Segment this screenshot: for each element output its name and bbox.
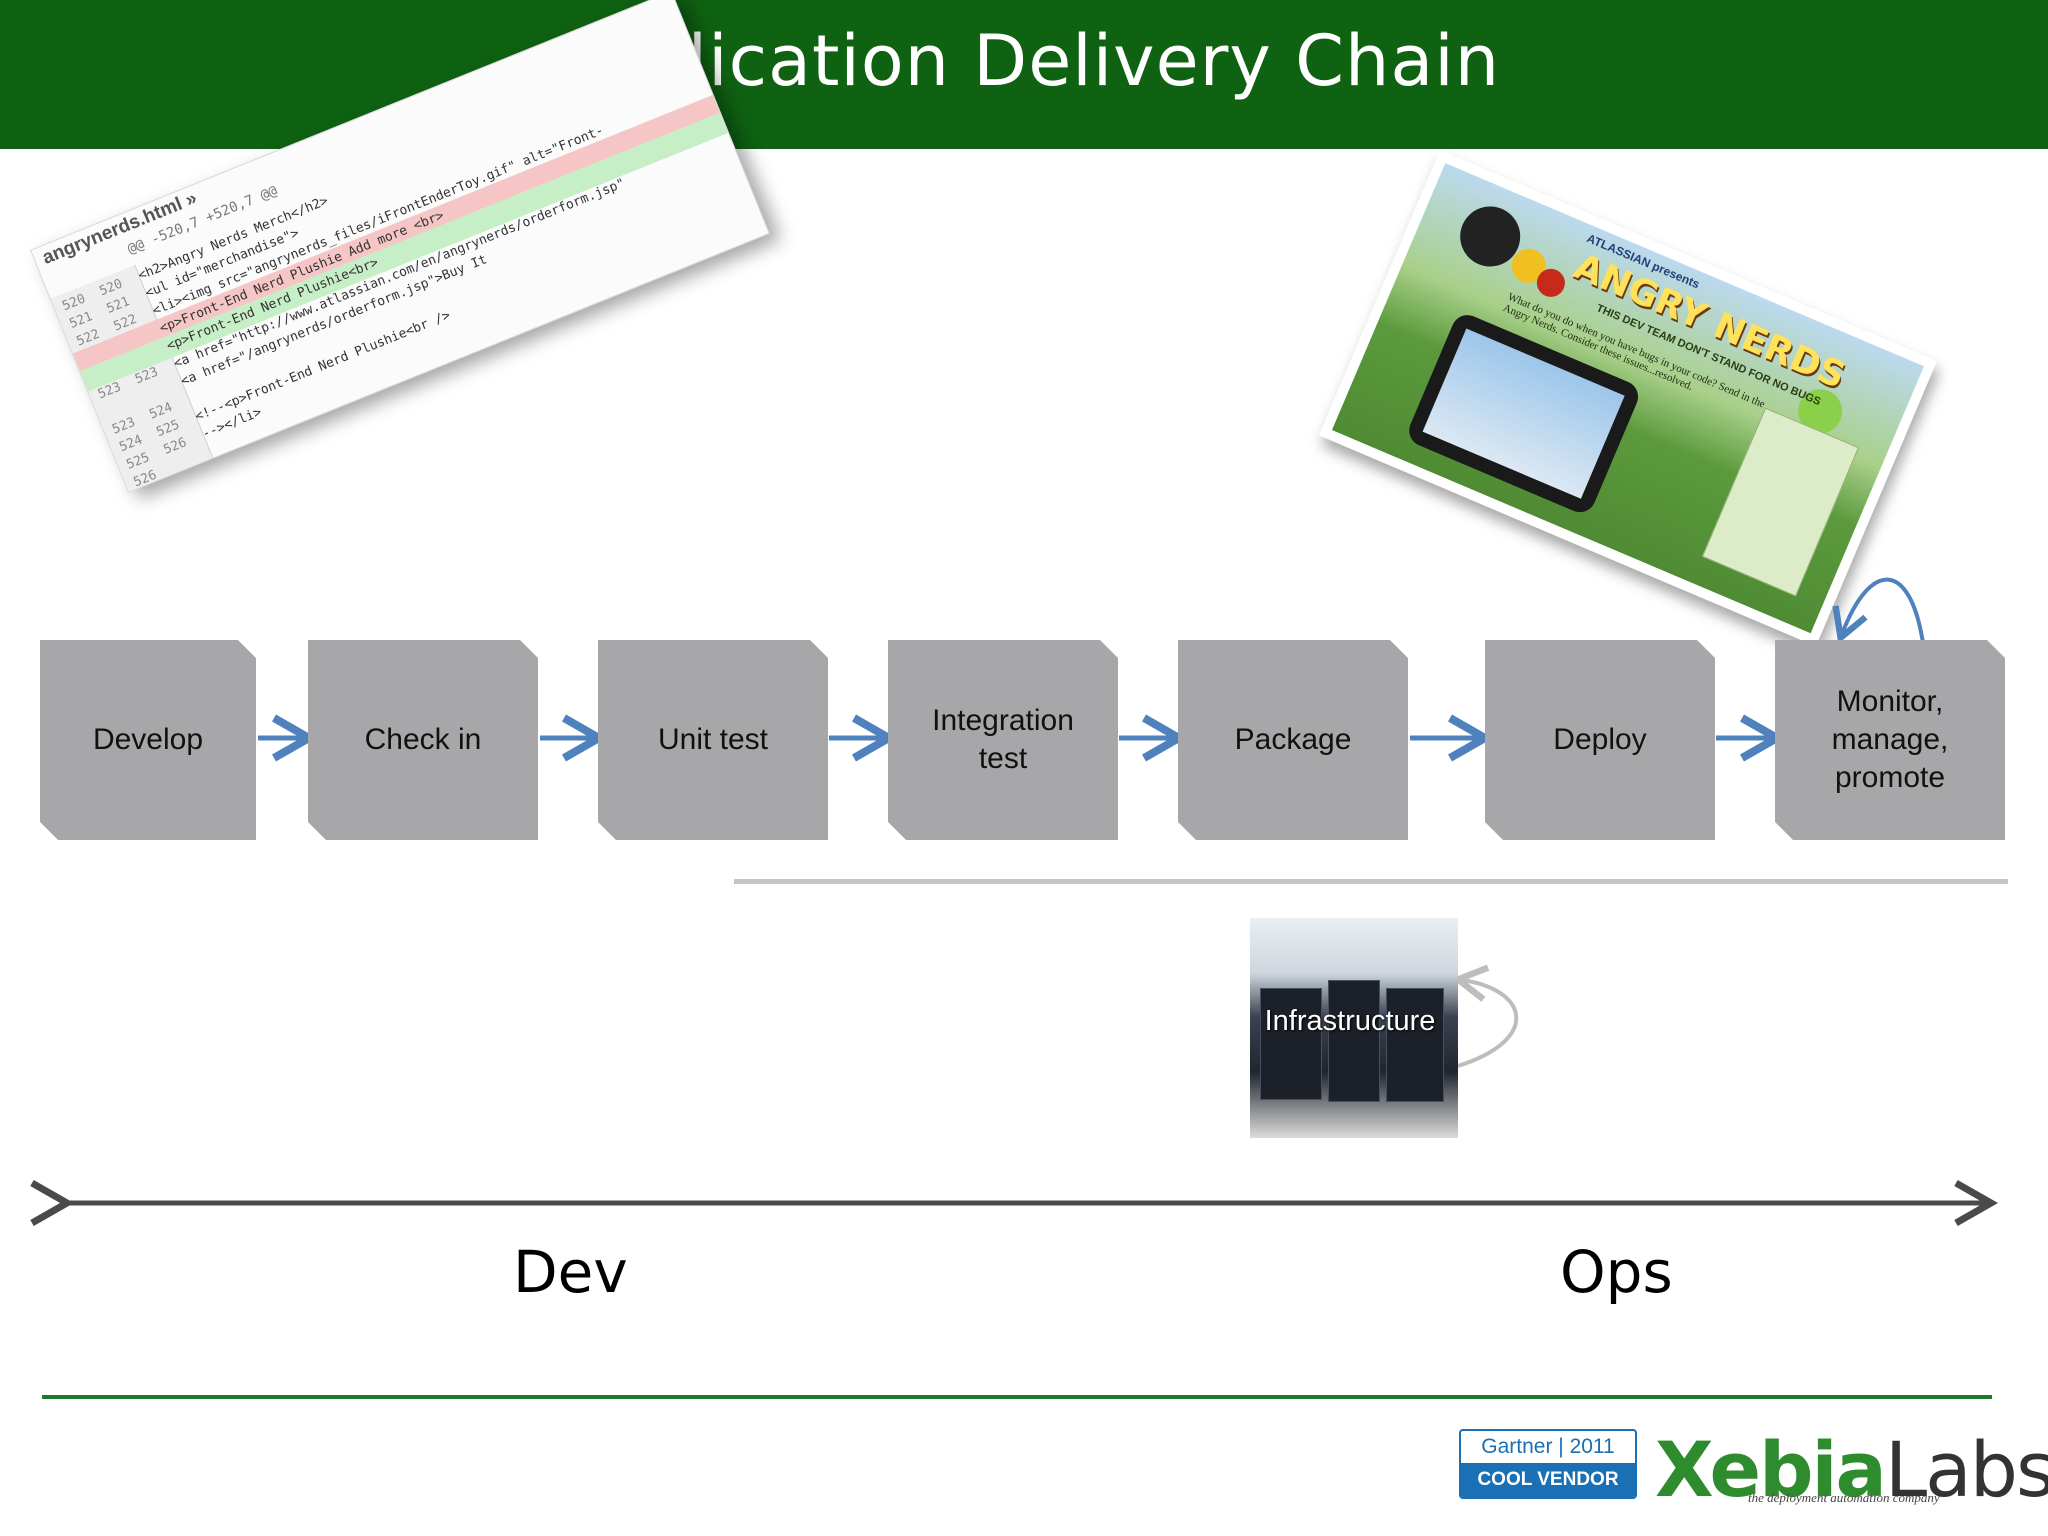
step-label: Develop <box>92 723 204 756</box>
footer-divider <box>42 1395 1992 1399</box>
step-develop: Develop <box>40 640 256 840</box>
step-label: Monitor, manage, promote <box>1831 685 1949 794</box>
xebialabs-logo-part1: Xebia <box>1655 1425 1887 1514</box>
gartner-year: Gartner | 2011 <box>1481 1435 1615 1458</box>
cool-vendor-text: COOL VENDOR <box>1461 1463 1635 1497</box>
gartner-cool-vendor-badge: Gartner | 2011 COOL VENDOR <box>1459 1429 1637 1499</box>
xebialabs-tagline: the deployment automation company <box>1748 1490 1940 1505</box>
step-label: Unit test <box>657 723 769 756</box>
xebialabs-logo-part2: Labs <box>1884 1425 2048 1514</box>
infrastructure-datacenter-image <box>1250 918 1458 1138</box>
step-label: Check in <box>364 723 482 756</box>
ops-separator-line <box>734 879 2008 884</box>
server-rack <box>1328 980 1380 1102</box>
xebialabs-logo: XebiaLabs <box>1655 1425 2048 1514</box>
step-label: Deploy <box>1553 723 1647 756</box>
step-package: Package <box>1178 640 1408 840</box>
dev-label: Dev <box>513 1238 628 1306</box>
server-rack <box>1260 988 1322 1100</box>
infrastructure-label: Infrastructure <box>1264 1005 1436 1037</box>
step-check-in: Check in <box>308 640 538 840</box>
step-label: Package <box>1234 723 1352 756</box>
step-unit-test: Unit test <box>598 640 828 840</box>
step-integration-test: Integration test <box>888 640 1118 840</box>
infrastructure-loop-arrow <box>1451 964 1519 1068</box>
step-label: Integration test <box>932 704 1074 775</box>
step-deploy: Deploy <box>1485 640 1715 840</box>
monitor-loop-arrow <box>1832 577 1925 644</box>
ops-label: Ops <box>1560 1238 1673 1306</box>
step-monitor-manage-promote: Monitor, manage, promote <box>1775 640 2005 840</box>
server-rack <box>1386 988 1444 1102</box>
